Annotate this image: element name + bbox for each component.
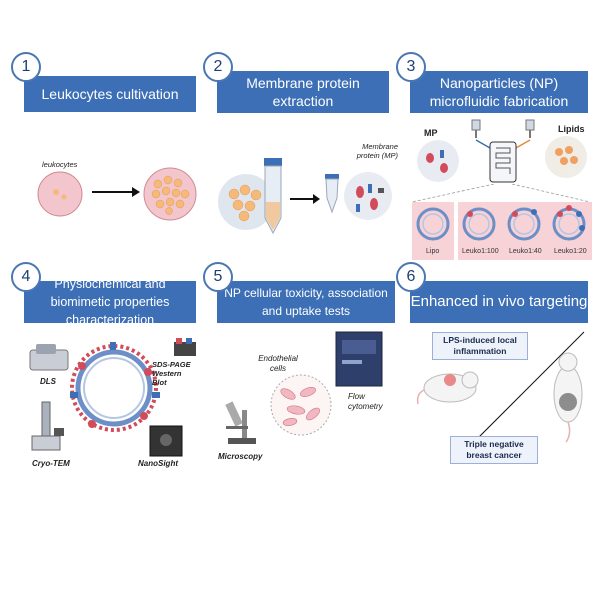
nanosight-label: NanoSight xyxy=(138,459,178,468)
step-number-5: 5 xyxy=(203,262,233,292)
formulation-label-leuko-100: Leuko1:100 xyxy=(462,248,499,255)
mouse-tumor-icon xyxy=(553,352,583,443)
sds-page-label: SDS-PAGE Western Blot xyxy=(152,360,191,387)
flow-cytometry-label: Flow cytometry xyxy=(348,392,383,411)
arrow-right-icon-2 xyxy=(290,194,320,204)
centrifuge-tube-icon xyxy=(264,158,282,234)
nanosight-icon xyxy=(149,425,183,457)
dashed-callout-lines xyxy=(412,184,591,203)
step-title-5: NP cellular toxicity, association and up… xyxy=(217,281,395,323)
step-number-2: 2 xyxy=(203,52,233,82)
mp-bubble xyxy=(417,140,459,182)
step-number-6: 6 xyxy=(396,262,426,292)
dls-instrument-icon xyxy=(29,344,69,371)
dls-label: DLS xyxy=(40,377,56,386)
step-number-3: 3 xyxy=(396,52,426,82)
step-title-4: Physiochemical and biomimetic properties… xyxy=(24,277,196,327)
membrane-protein-label: Membrane protein (MP) xyxy=(356,142,398,160)
microfluidic-chip-icon xyxy=(471,119,535,183)
leukocytes-label: leukocytes xyxy=(42,160,78,169)
formulation-label-leuko-40: Leuko1:40 xyxy=(509,248,542,255)
formulation-label-leuko-20: Leuko1:20 xyxy=(554,248,587,255)
culture-dish-full xyxy=(143,167,197,221)
lps-inflammation-callout: LPS-induced local inflammation xyxy=(432,332,528,360)
step-title-2: Membrane protein extraction xyxy=(217,71,389,113)
formulation-label-lipo: Lipo xyxy=(426,248,440,255)
microscopy-label: Microscopy xyxy=(218,452,263,461)
endothelial-cells-bubble xyxy=(270,374,332,436)
nanoparticle-ring xyxy=(70,342,160,432)
endothelial-cells-label: Endothelial cells xyxy=(258,354,298,373)
mouse-inflammation-icon xyxy=(416,371,479,405)
step-title-6: Enhanced in vivo targeting xyxy=(410,281,588,323)
western-blot-icon xyxy=(174,338,196,356)
step-number-1: 1 xyxy=(11,52,41,82)
arrow-right-icon xyxy=(92,187,140,197)
cell-pellet-bubble xyxy=(218,174,274,230)
step-title-3: Nanoparticles (NP) microfluidic fabricat… xyxy=(410,71,588,113)
lipids-bubble xyxy=(545,136,587,178)
microscope-icon xyxy=(225,401,256,444)
culture-dish-empty xyxy=(37,171,83,217)
lipids-label: Lipids xyxy=(558,124,585,134)
divider-line xyxy=(467,331,585,449)
eppendorf-tube-icon xyxy=(325,174,339,214)
tnbc-callout: Triple negative breast cancer xyxy=(450,436,538,464)
mp-label: MP xyxy=(424,128,438,138)
step-number-4: 4 xyxy=(11,262,41,292)
formulation-panel xyxy=(412,202,592,260)
cryo-tem-label: Cryo-TEM xyxy=(32,459,70,468)
cryo-tem-icon xyxy=(31,401,64,451)
step-title-1: Leukocytes cultivation xyxy=(24,76,196,112)
flow-cytometer-icon xyxy=(335,331,383,387)
membrane-protein-bubble xyxy=(344,172,392,220)
